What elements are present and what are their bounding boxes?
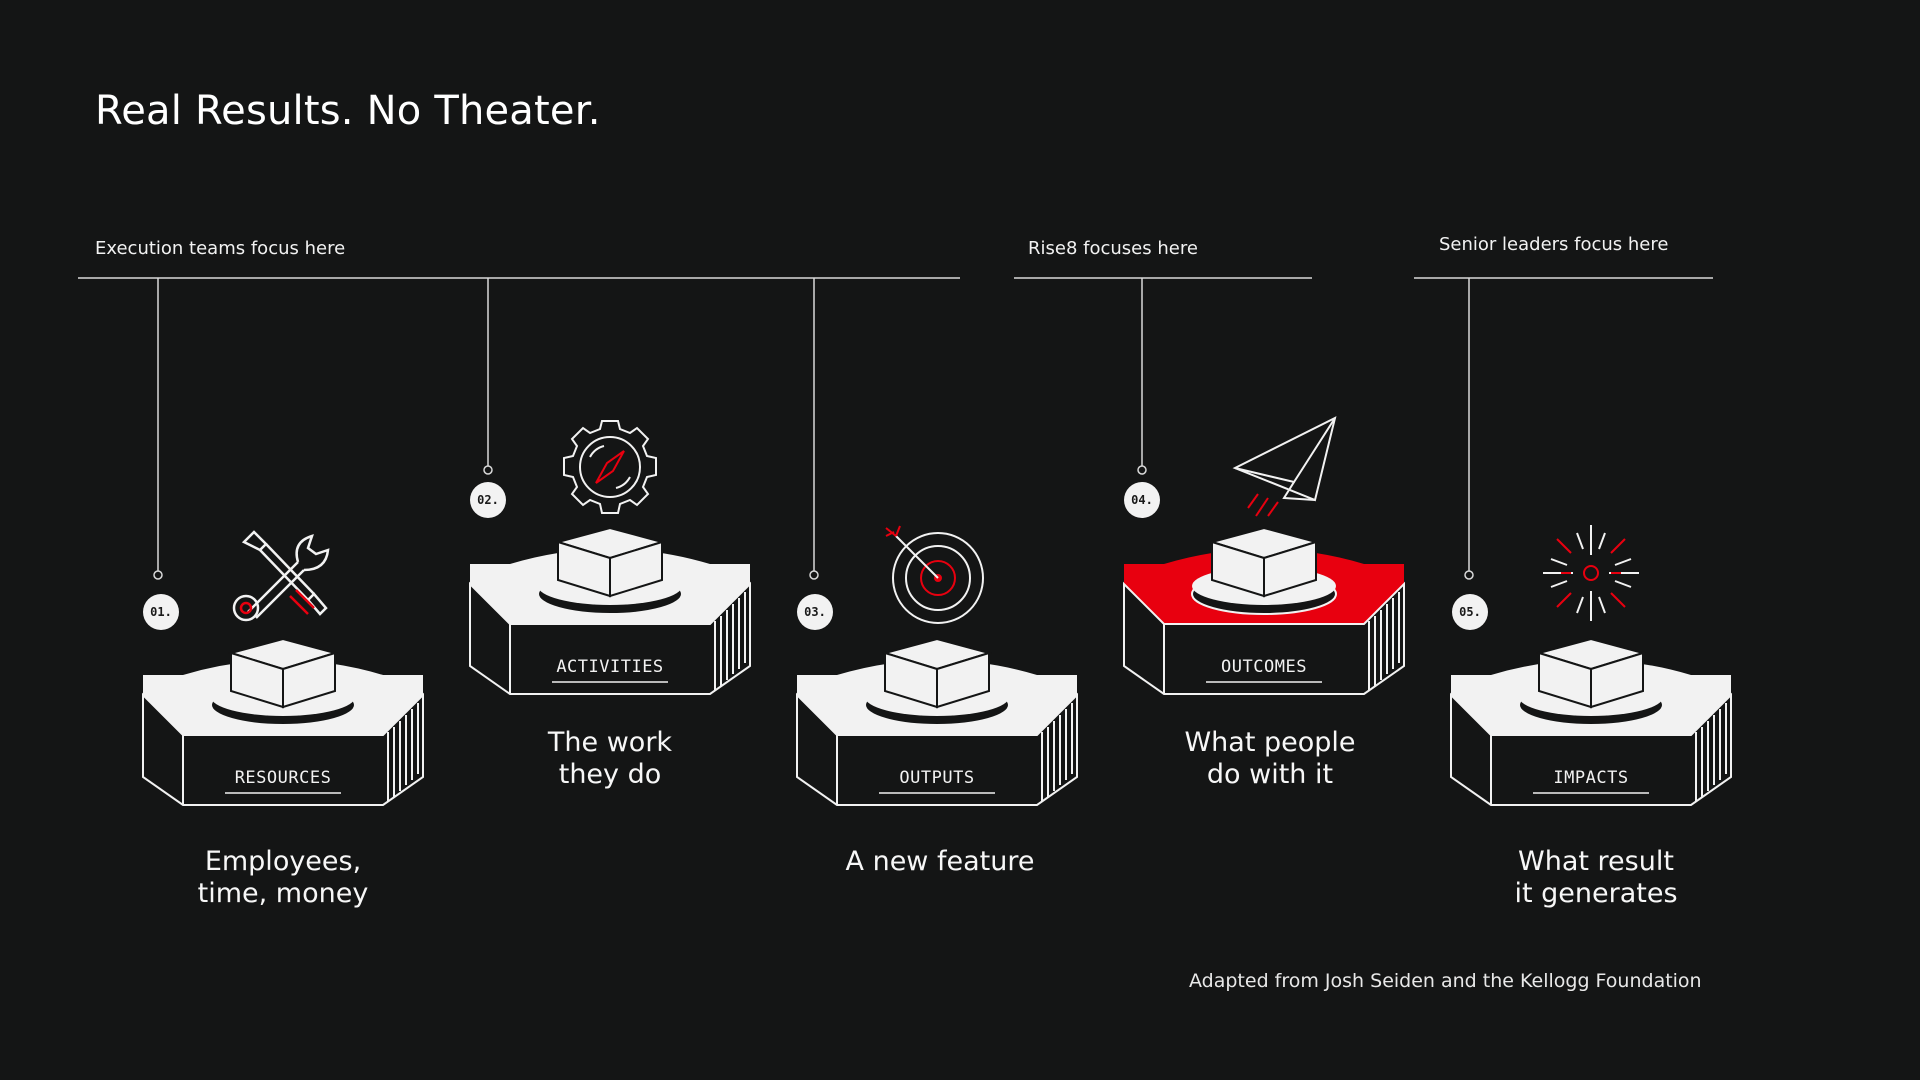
caption-outcomes-line1: What people — [1184, 727, 1356, 758]
caption-outcomes: What people do with it — [1110, 727, 1430, 791]
caption-activities-line1: The work — [547, 727, 673, 758]
caption-activities: The work they do — [450, 727, 770, 791]
paper-plane-icon — [1232, 416, 1337, 517]
caption-impacts-line2: it generates — [1514, 878, 1678, 909]
badge-04-text: 04. — [1131, 493, 1153, 507]
page-title: Real Results. No Theater. — [95, 88, 601, 134]
plate-label-outcomes: OUTCOMES — [1221, 657, 1307, 677]
plate-label-outputs: OUTPUTS — [899, 768, 974, 788]
caption-resources: Employees, time, money — [123, 846, 443, 910]
connector-dot-02 — [483, 465, 493, 475]
group-label-senior: Senior leaders focus here — [1439, 234, 1669, 255]
group-label-rise8: Rise8 focuses here — [1028, 238, 1198, 259]
connector-dot-05 — [1464, 570, 1474, 580]
group-brackets — [78, 277, 1713, 580]
connector-dot-01 — [153, 570, 163, 580]
badge-03-text: 03. — [804, 605, 826, 619]
caption-impacts-line1: What result — [1518, 846, 1674, 877]
wrench-screwdriver-icon — [232, 530, 330, 622]
group-label-execution: Execution teams focus here — [95, 238, 346, 259]
caption-resources-line1: Employees, — [204, 846, 362, 877]
plate-label-activities: ACTIVITIES — [556, 657, 663, 677]
plate-label-impacts: IMPACTS — [1553, 768, 1628, 788]
plate-label-resources: RESOURCES — [235, 768, 332, 788]
target-icon — [885, 525, 984, 624]
badge-01: 01. — [143, 594, 179, 630]
caption-activities-line2: they do — [558, 759, 662, 790]
source-attribution: Adapted from Josh Seiden and the Kellogg… — [1189, 970, 1702, 992]
caption-outcomes-line2: do with it — [1206, 759, 1334, 790]
cube-activities — [537, 526, 683, 615]
cube-outputs — [864, 637, 1010, 726]
cube-resources — [210, 637, 356, 726]
gear-compass-icon — [563, 420, 657, 514]
connector-dot-04 — [1137, 465, 1147, 475]
connector-dot-03 — [809, 570, 819, 580]
caption-resources-line2: time, money — [197, 878, 369, 909]
badge-02: 02. — [470, 482, 506, 518]
badge-05-text: 05. — [1459, 605, 1481, 619]
caption-outputs-line1: A new feature — [845, 846, 1035, 877]
badge-01-text: 01. — [150, 605, 172, 619]
badge-05: 05. — [1452, 594, 1488, 630]
cube-impacts — [1518, 637, 1664, 726]
caption-impacts: What result it generates — [1436, 846, 1756, 910]
burst-icon — [1543, 525, 1639, 621]
badge-04: 04. — [1124, 482, 1160, 518]
caption-outputs: A new feature — [780, 846, 1100, 878]
pedestal-activities: ACTIVITIES — [469, 549, 751, 695]
badge-03: 03. — [797, 594, 833, 630]
badge-02-text: 02. — [477, 493, 499, 507]
cube-outcomes — [1191, 526, 1337, 615]
